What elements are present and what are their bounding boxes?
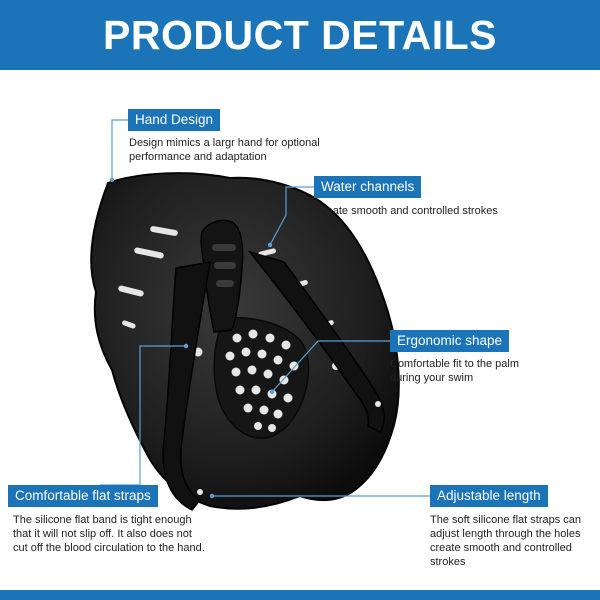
water-channels-description: Create smooth and controlled strokes	[315, 204, 498, 218]
page-title: PRODUCT DETAILS	[103, 12, 497, 58]
description-line: Create smooth and controlled strokes	[315, 205, 498, 217]
hand-design-line	[111, 119, 128, 180]
description-line: cut off the blood circulation to the han…	[13, 542, 205, 554]
wrist-strap-right	[247, 250, 385, 433]
footer-band	[0, 590, 600, 600]
water-channels-label: Water channels	[314, 176, 422, 198]
wrist-strap-left	[162, 261, 211, 511]
hand-design-label: Hand Design	[128, 109, 221, 131]
water-channels-line	[269, 186, 314, 246]
description-line: strokes	[430, 556, 466, 568]
ergonomic-shape-label: Ergonomic shape	[390, 330, 510, 352]
flat-straps-label: Comfortable flat straps	[8, 485, 158, 507]
description-line: Comfortable fit to the palm	[390, 358, 520, 370]
description-line: that it will not slip off. It also does …	[13, 528, 192, 540]
description-line: adjust length through the holes	[430, 528, 581, 540]
description-line: during your swim	[390, 372, 474, 384]
adjustable-length-description: The soft silicone flat straps can adjust…	[430, 513, 581, 569]
description-line: performance and adaptation	[129, 151, 267, 163]
ergonomic-shape-line	[271, 340, 390, 393]
description-line: The soft silicone flat straps can	[430, 514, 582, 526]
flat-straps-description: The silicone flat band is tight enough t…	[13, 513, 205, 555]
hand-design-description: Design mimics a largr hand for optional …	[129, 136, 320, 164]
description-line: The silicone flat band is tight enough	[13, 514, 192, 526]
description-line: Design mimics a largr hand for optional	[129, 137, 320, 149]
adjustable-length-label: Adjustable length	[430, 485, 548, 507]
ergonomic-shape-description: Comfortable fit to the palm during your …	[390, 357, 519, 385]
header-banner: PRODUCT DETAILS	[0, 0, 600, 70]
flat-straps-line	[100, 345, 186, 486]
description-line: create smooth and controlled	[430, 542, 572, 554]
